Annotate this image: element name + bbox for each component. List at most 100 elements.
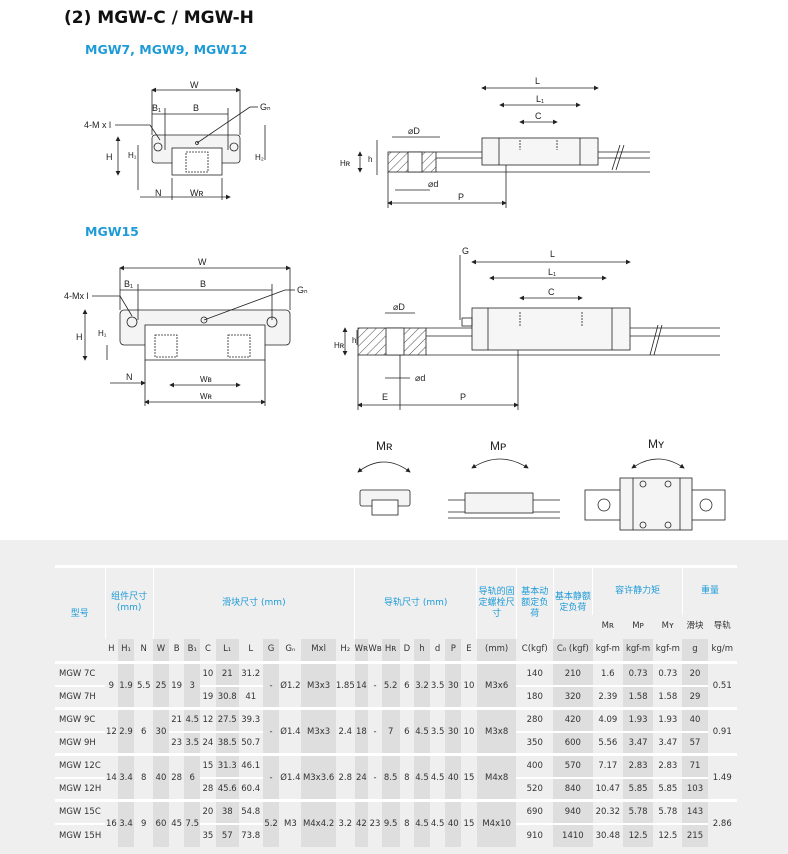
- section-title-mgw7-12: MGW7, MGW9, MGW12: [85, 42, 248, 57]
- label-h1-15: H₁: [98, 329, 107, 338]
- table-cell: M3x8: [476, 707, 517, 755]
- table-cell: 420: [553, 707, 593, 732]
- table-cell: 73.8: [238, 822, 263, 847]
- table-cell: 18: [354, 707, 369, 755]
- label-d-small: ⌀d: [428, 179, 438, 189]
- table-cell: 21: [168, 707, 185, 732]
- table-cell: 4.5: [429, 799, 446, 847]
- header-symbol: Gₙ: [285, 644, 296, 655]
- table-cell: 1.85: [335, 661, 355, 709]
- table-cell: -: [262, 707, 280, 755]
- table-cell: 5.56: [592, 730, 623, 755]
- model-name: MGW 15C: [55, 799, 106, 824]
- table-cell: M3x3: [301, 707, 336, 755]
- table-cell: 3.4: [117, 753, 135, 801]
- table-cell: 2.83: [622, 753, 654, 778]
- label-l1: L₁: [536, 94, 544, 104]
- table-cell: 3.2: [414, 661, 430, 709]
- table-cell: 28: [200, 776, 216, 801]
- label-mxl: 4-M x l: [84, 120, 111, 130]
- label-h: H: [106, 152, 113, 162]
- spec-table: 型号组件尺寸 (mm)滑块尺寸 (mm)导轨尺寸 (mm)导轨的固定螺栓尺寸基本…: [55, 565, 737, 847]
- table-cell: 5.78: [622, 799, 654, 824]
- table-cell: 14: [105, 753, 118, 801]
- table-cell: 45: [168, 799, 185, 847]
- table-cell: 40: [682, 707, 708, 732]
- table-cell: 520: [516, 776, 554, 801]
- label-b: B: [193, 103, 199, 113]
- table-cell: 3.4: [117, 799, 135, 847]
- table-cell: 46.1: [238, 753, 263, 778]
- table-cell: 19: [200, 684, 216, 709]
- table-cell: 6: [399, 707, 415, 755]
- table-cell: 6: [399, 661, 415, 709]
- table-cell: 10: [200, 661, 216, 686]
- header-symbol: L: [248, 644, 254, 655]
- table-cell: 5.85: [622, 776, 654, 801]
- label-b1-15: B₁: [124, 279, 133, 289]
- table-cell: 40: [445, 753, 462, 801]
- header-symbol: h: [414, 638, 430, 663]
- model-name: MGW 7H: [55, 684, 106, 709]
- label-wr: Wʀ: [190, 188, 203, 198]
- table-cell: M3: [279, 799, 302, 847]
- table-cell: 8: [399, 799, 415, 847]
- header-symbol: (mm): [476, 638, 517, 663]
- table-cell: 0.73: [653, 661, 683, 686]
- table-cell: M4x4.2: [301, 799, 336, 847]
- header-block-dimensions: 滑块尺寸 (mm): [152, 565, 355, 639]
- front-view-mgw15: W B B₁ Gₙ 4-Mx l H H₁ N Wʙ Wʀ: [64, 257, 308, 406]
- table-cell: 54.8: [238, 799, 263, 824]
- header-symbol: Hʀ: [381, 638, 400, 663]
- header-symbol: L₁: [215, 638, 239, 663]
- label-c: C: [535, 111, 542, 121]
- label-e: E: [382, 392, 388, 402]
- table-cell: Ø1.2: [279, 661, 302, 709]
- table-cell: 7.5: [184, 799, 201, 847]
- front-view-mgw7-12: W B B₁ Gₙ 4-M x l H H₁ H₂ N Wʀ: [84, 80, 271, 200]
- table-cell: 12.5: [622, 822, 654, 847]
- model-name: MGW 12C: [55, 753, 106, 778]
- label-b1: B₁: [152, 103, 161, 113]
- model-name: MGW 15H: [55, 822, 106, 847]
- label-d-large: ⌀D: [408, 126, 420, 136]
- table-cell: 910: [516, 822, 554, 847]
- label-h-small-15: h: [352, 336, 356, 345]
- table-cell: 140: [516, 661, 554, 686]
- table-cell: 8: [134, 753, 154, 801]
- table-cell: 41: [238, 684, 263, 709]
- table-cell: 5.2: [262, 799, 280, 847]
- header-symbol: C: [204, 644, 211, 655]
- table-cell: 320: [553, 684, 593, 709]
- table-cell: 3.47: [653, 730, 683, 755]
- table-cell: 60: [153, 799, 169, 847]
- table-cell: 40: [445, 799, 462, 847]
- header-rail-dimensions: 导轨尺寸 (mm): [354, 565, 477, 639]
- side-view-mgw7-12: L L₁ C ⌀D Hʀ h ⌀d P: [340, 76, 650, 208]
- table-cell: 35: [200, 822, 216, 847]
- table-cell: 400: [516, 753, 554, 778]
- table-cell: 24: [200, 730, 216, 755]
- table-cell: 8.5: [381, 753, 400, 801]
- header-symbol: Wʀ: [354, 638, 369, 663]
- label-mr: Mʀ: [376, 439, 393, 453]
- table-cell: 0.73: [622, 661, 654, 686]
- label-hr: Hʀ: [340, 159, 351, 168]
- table-cell: -: [368, 707, 382, 755]
- table-cell: 38.5: [215, 730, 239, 755]
- table-cell: 1.49: [707, 753, 737, 801]
- table-cell: 6: [134, 707, 154, 755]
- label-mp: Mᴘ: [490, 439, 506, 453]
- table-cell: 3.5: [184, 730, 201, 755]
- table-cell: 143: [682, 799, 708, 824]
- table-cell: 30.8: [215, 684, 239, 709]
- table-cell: 14: [354, 661, 369, 709]
- table-cell: 4.5: [429, 753, 446, 801]
- header-symbol: H₁: [117, 638, 135, 663]
- table-cell: 1.9: [117, 661, 135, 709]
- table-cell: 30: [153, 707, 169, 755]
- table-cell: 5.2: [381, 661, 400, 709]
- header-mr: Mʀ: [601, 621, 615, 631]
